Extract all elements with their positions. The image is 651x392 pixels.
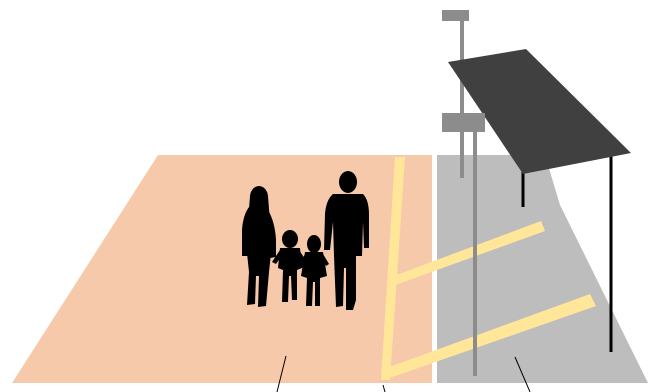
lane-marking-lower-diagonal [381,294,596,380]
pedestrian-zone [12,155,432,383]
pole-shaft-back [460,20,464,178]
callout-line-vehicle [514,356,531,392]
pole-shaft-front [473,130,477,376]
callout-line-pedestrian [276,355,287,392]
light-pole-front [442,113,485,376]
light-pole-back [442,10,469,178]
vehicle-zone [437,155,648,383]
lane-marking-vertical [381,157,405,380]
lamp-head-back [442,10,469,21]
lane-markings [381,157,596,380]
lamp-head-front [442,113,485,132]
person-woman [242,186,276,307]
callout-lines [276,355,531,392]
lane-marking-upper-diagonal [390,221,545,287]
bus-shelter [448,49,631,352]
person-man [324,171,369,310]
person-child-2 [299,235,329,306]
shelter-canopy [448,49,631,174]
callout-line-lane [382,384,386,392]
family-silhouette [242,171,369,310]
